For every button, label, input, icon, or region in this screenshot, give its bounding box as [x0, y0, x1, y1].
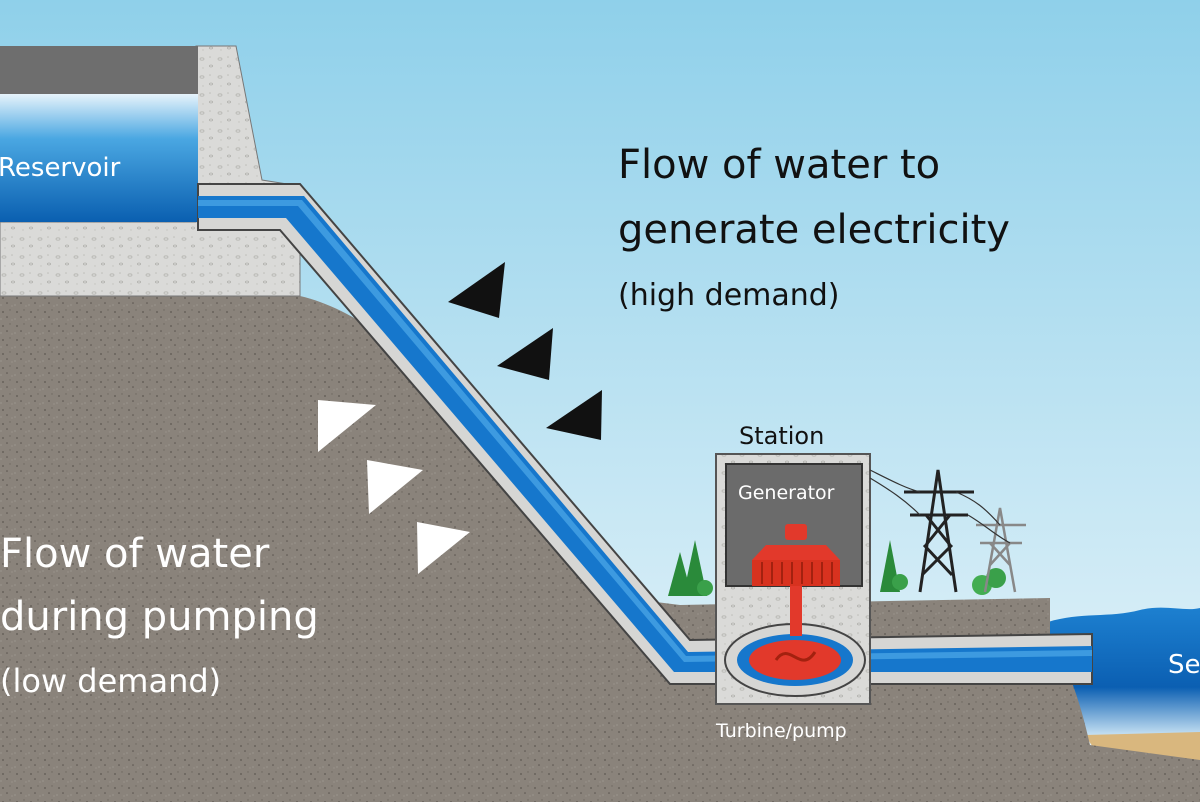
sea-label: Se: [1168, 650, 1200, 680]
reservoir-label: Reservoir: [0, 153, 121, 183]
generator-icon: [752, 524, 840, 636]
tree-icon: [880, 540, 908, 592]
generate-title-line1: Flow of water to: [618, 142, 940, 188]
tree-icon: [972, 568, 1006, 595]
pumping-title-line2: during pumping: [0, 594, 319, 640]
turbine-label: Turbine/pump: [715, 720, 847, 742]
pylon-icon: [904, 469, 974, 593]
generate-title-line2: generate electricity: [618, 207, 1010, 253]
generator-label: Generator: [738, 482, 835, 504]
arrow-down-icon: [546, 390, 602, 440]
arrow-up-icon: [417, 522, 470, 574]
turbine-icon: [749, 640, 841, 680]
station-label: Station: [739, 422, 824, 450]
tree-icon: [668, 540, 713, 596]
arrow-down-icon: [497, 328, 553, 380]
pumping-title-line1: Flow of water: [0, 531, 270, 577]
pylon-icon: [976, 507, 1026, 593]
arrow-up-icon: [318, 400, 376, 452]
arrow-up-icon: [367, 460, 423, 514]
power-lines: [869, 469, 1011, 544]
reservoir: [0, 46, 198, 222]
pumping-subtitle: (low demand): [0, 662, 221, 700]
arrow-down-icon: [448, 262, 505, 318]
penstock-pipe: [197, 183, 1093, 685]
generate-subtitle: (high demand): [618, 278, 840, 313]
